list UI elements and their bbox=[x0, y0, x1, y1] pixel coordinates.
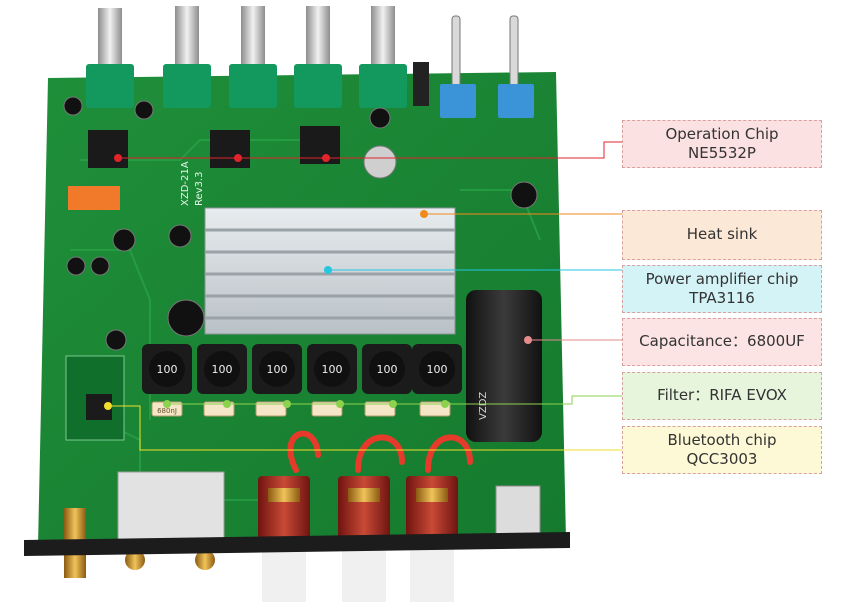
leader-lines bbox=[108, 141, 622, 451]
callout-line2: NE5532P bbox=[688, 144, 756, 162]
callout-line2: TPA3116 bbox=[689, 289, 755, 307]
callout-line1: Heat sink bbox=[686, 225, 758, 244]
callout-capacitance: Capacitance：6800UF bbox=[622, 318, 822, 366]
inductor-label: 100 bbox=[322, 363, 343, 376]
callout-line1: Filter：RIFA EVOX bbox=[657, 386, 787, 405]
callout-line1: Bluetooth chip bbox=[667, 430, 777, 449]
inductor-label: 100 bbox=[427, 363, 448, 376]
inductor-label: 100 bbox=[267, 363, 288, 376]
small-capacitors bbox=[63, 96, 538, 351]
bluetooth-module bbox=[65, 355, 125, 441]
input-connectors bbox=[64, 471, 541, 578]
toggle-switches bbox=[413, 15, 534, 118]
potentiometers bbox=[86, 6, 407, 108]
inductor-label: 100 bbox=[212, 363, 233, 376]
filter-capacitors bbox=[151, 401, 451, 417]
callout-line1: Operation Chip bbox=[665, 124, 779, 143]
board-revision: Rev3.3 bbox=[194, 172, 205, 206]
front-plate bbox=[24, 532, 570, 556]
opamp-chips bbox=[88, 126, 340, 168]
marker-dots bbox=[104, 154, 532, 410]
callout-heat-sink: Heat sink bbox=[622, 210, 822, 260]
callout-line1: Capacitance：6800UF bbox=[639, 332, 805, 351]
filter-cap-label: 680nJ bbox=[157, 407, 177, 415]
speaker-wires bbox=[287, 430, 473, 473]
inductor-label: 100 bbox=[157, 363, 178, 376]
capacitor-brand: VZDZ bbox=[478, 392, 489, 420]
main-capacitor: VZDZ bbox=[466, 290, 542, 442]
relay bbox=[68, 186, 120, 210]
callout-line2: QCC3003 bbox=[686, 450, 758, 468]
callout-line1: Power amplifier chip bbox=[645, 269, 799, 288]
callout-filter: Filter：RIFA EVOX bbox=[622, 372, 822, 420]
inductor-label: 100 bbox=[377, 363, 398, 376]
board-silkscreen: XZD-21A bbox=[180, 161, 191, 206]
inductors bbox=[142, 344, 462, 394]
speaker-terminals bbox=[258, 476, 458, 602]
